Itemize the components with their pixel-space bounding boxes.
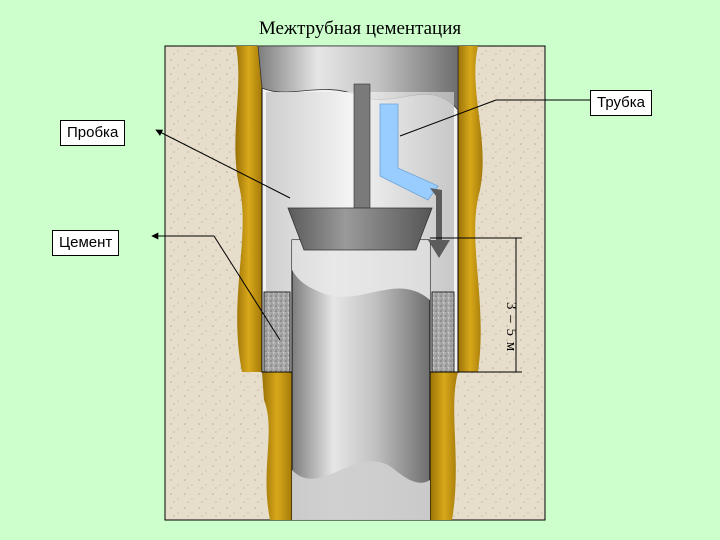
annulus-right-upper (458, 46, 483, 372)
cement-left (263, 291, 291, 373)
annulus-left-upper (235, 46, 262, 372)
lower-casing-highlight (292, 240, 430, 300)
outflow-arrow (428, 188, 450, 258)
plug-leader (155, 129, 291, 199)
annulus-right-lower (430, 372, 458, 520)
lower-casing-bottom (292, 461, 430, 520)
distance-label: 3 – 5 м (503, 302, 519, 353)
plug-label: Пробка (60, 120, 126, 146)
plug (287, 207, 433, 251)
cement-label: Цемент (52, 230, 120, 256)
plug-rod (353, 83, 371, 209)
annulus-left-lower (262, 372, 292, 520)
diagram-title: Межтрубная цементация (258, 18, 462, 39)
tube-leader (399, 99, 497, 137)
tube-label: Трубка (590, 90, 652, 116)
cement-right (431, 291, 455, 373)
cement-leader-v (213, 235, 281, 341)
tube-blue (379, 103, 439, 201)
